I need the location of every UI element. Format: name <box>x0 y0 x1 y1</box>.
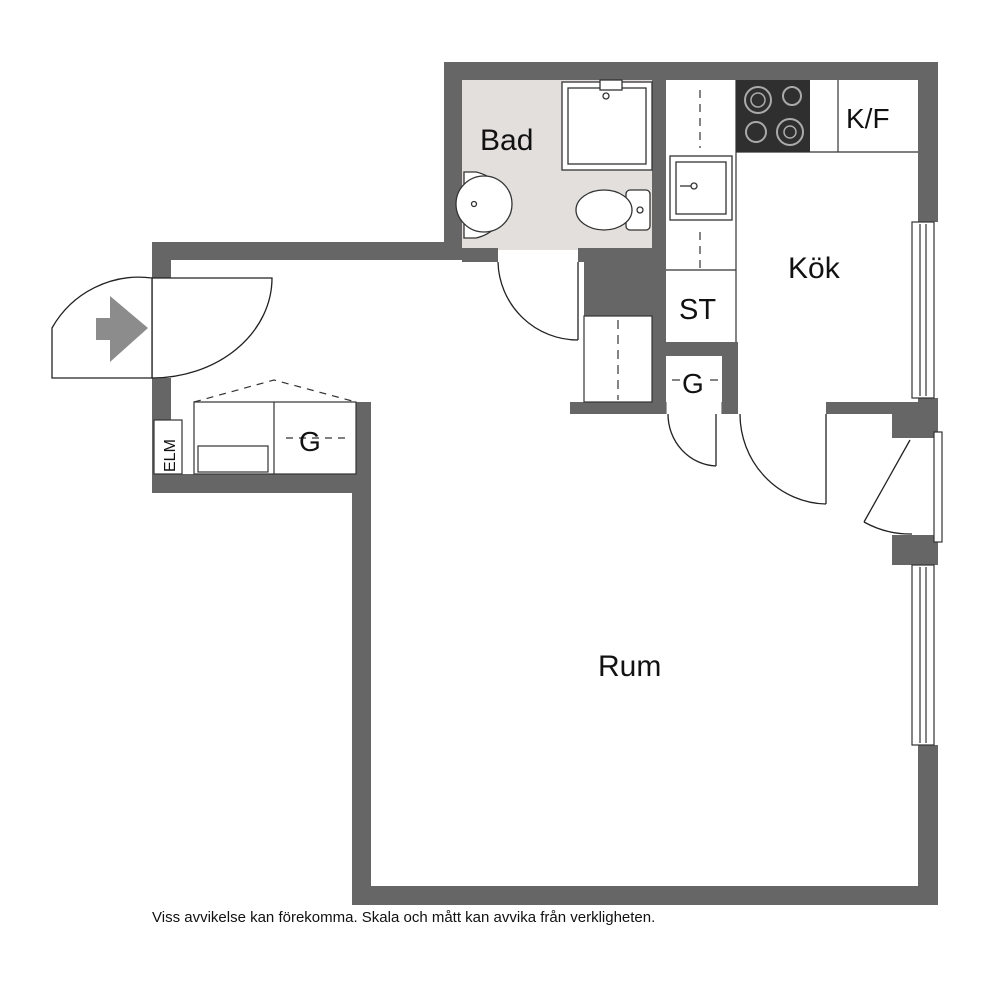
washbasin-icon <box>455 171 513 239</box>
label-kf: K/F <box>846 103 890 134</box>
door-jambs <box>665 402 723 414</box>
entrance-arrow-icon <box>96 296 148 362</box>
label-elm: ELM <box>162 439 179 472</box>
room-label-kok: Kök <box>788 252 841 285</box>
balcony-door <box>863 439 913 535</box>
sink-icon <box>669 155 733 221</box>
corridor-wardrobe <box>583 315 653 403</box>
label-g-hall: G <box>299 426 321 457</box>
doors <box>51 261 913 535</box>
label-st: ST <box>679 294 716 326</box>
disclaimer-text: Viss avvikelse kan förekomma. Skala och … <box>152 909 656 926</box>
kitchen-window <box>911 221 935 399</box>
hall-wardrobe <box>193 379 357 475</box>
elm-cabinet <box>153 419 183 475</box>
shower-icon <box>561 79 653 171</box>
walls <box>152 62 938 905</box>
stove-icon <box>736 80 810 152</box>
kitchen-door <box>739 413 827 505</box>
room-window <box>911 564 935 746</box>
label-g-closet: G <box>682 368 704 399</box>
room-label-bad: Bad <box>480 124 533 157</box>
bathroom-door <box>497 261 579 341</box>
balcony-door-frame <box>933 431 943 543</box>
closet-door <box>667 413 717 467</box>
toilet-icon <box>575 189 651 231</box>
room-label-rum: Rum <box>598 650 661 683</box>
entrance-door <box>51 276 273 379</box>
windows <box>911 221 943 746</box>
